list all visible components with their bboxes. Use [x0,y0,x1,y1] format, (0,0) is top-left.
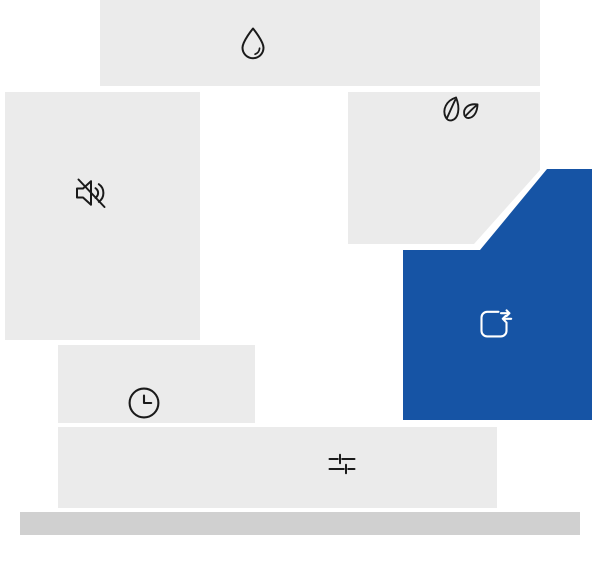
sliders-icon [327,451,357,477]
tile-time[interactable] [58,345,255,423]
water-drop-icon [235,25,271,61]
remote-connect-icon [477,306,513,342]
tile-eco[interactable] [348,92,540,244]
bottom-partial-tile [20,512,580,535]
tile-settings[interactable] [58,427,497,508]
tile-mute[interactable] [5,92,200,340]
eco-leaves-icon [440,95,480,131]
speaker-mute-icon [69,171,113,215]
tile-water[interactable] [100,0,540,86]
clock-icon [126,385,162,421]
